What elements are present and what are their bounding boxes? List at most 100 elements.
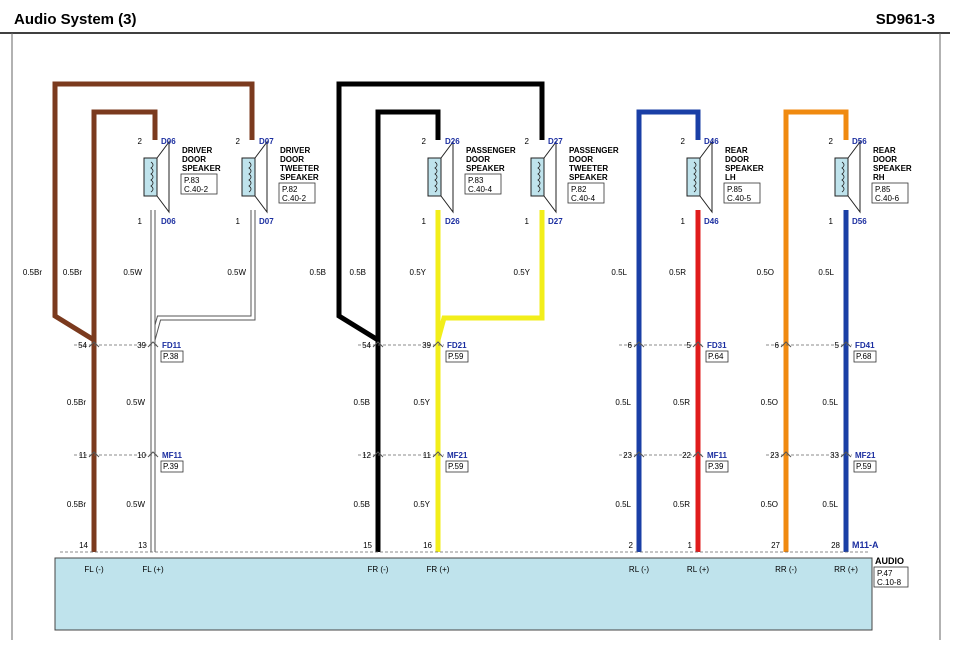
speaker-ref-box <box>180 173 218 195</box>
speaker-name-line: DOOR <box>725 155 749 164</box>
speaker-id-bottom: D07 <box>259 217 274 226</box>
audio-pin: 27 <box>771 541 780 550</box>
wire-fl-minus-inner <box>91 109 158 340</box>
connector-layer <box>60 341 870 553</box>
audio-pin: 14 <box>79 541 88 550</box>
wire-size-low: 0.5R <box>673 500 690 509</box>
wire-size-mid: 0.5R <box>673 398 690 407</box>
wire-size-low: 0.5W <box>126 500 145 509</box>
connector-pin: 39 <box>422 341 431 350</box>
connector-ref-box <box>853 460 877 473</box>
connector-pin: 54 <box>362 341 371 350</box>
audio-conn: C.10-8 <box>877 578 902 587</box>
speaker-icon <box>847 140 861 214</box>
audio-pin: 15 <box>363 541 372 550</box>
coil-icon <box>693 161 697 193</box>
connector-ref-box <box>445 460 469 473</box>
connector-page: P.68 <box>856 352 872 361</box>
speaker-pin-bottom: 1 <box>422 217 427 226</box>
speaker-name-line: TWEETER <box>280 164 319 173</box>
chevron-up-icon <box>147 451 159 458</box>
speaker-name-line: SPEAKER <box>280 173 319 182</box>
connector-pin: 11 <box>423 451 432 460</box>
speaker-name-line: SPEAKER <box>182 164 221 173</box>
wire-size-mid: 0.5Y <box>414 398 431 407</box>
connector-id: MF21 <box>447 451 468 460</box>
connector-ref-box <box>160 460 184 473</box>
speaker-pin-bottom: 1 <box>525 217 530 226</box>
speakers-layer: 21D06D06DRIVERDOORSPEAKERP.83C.40-221D07… <box>138 137 912 226</box>
chevron-up-icon <box>840 451 852 458</box>
speaker-page: P.83 <box>184 176 200 185</box>
connector-pin: 33 <box>830 451 839 460</box>
chevron-up-icon <box>633 341 645 348</box>
connector-pin: 12 <box>362 451 371 460</box>
speaker-name-line: REAR <box>725 146 748 155</box>
speaker-magnet <box>143 157 158 197</box>
speaker-name-line: REAR <box>873 146 896 155</box>
wire-size-low: 0.5L <box>615 500 631 509</box>
audio-ref-box <box>873 566 909 588</box>
speaker-conn: C.40-4 <box>468 185 493 194</box>
speaker-page: P.82 <box>571 185 587 194</box>
coil-icon <box>248 161 252 193</box>
chevron-up-icon <box>692 451 704 458</box>
speaker-id-bottom: D46 <box>704 217 719 226</box>
chevron-up-icon <box>780 341 792 348</box>
connector-pin: 22 <box>682 451 691 460</box>
audio-terminal: RR (-) <box>775 565 797 574</box>
speaker-page: P.82 <box>282 185 298 194</box>
speaker-id-top: D26 <box>445 137 460 146</box>
connector-id: MF11 <box>162 451 183 460</box>
audio-terminal: RL (+) <box>687 565 709 574</box>
connector-ref-box <box>853 350 877 363</box>
wire-fr-minus-inner <box>375 109 441 340</box>
wire-size-upper: 0.5Br <box>23 268 42 277</box>
speaker-pin-top: 2 <box>681 137 686 146</box>
wire-size-upper: 0.5W <box>123 268 142 277</box>
wire-size-upper: 0.5R <box>669 268 686 277</box>
audio-pin: 1 <box>688 541 693 550</box>
connector-id: FD31 <box>707 341 727 350</box>
speaker-page: P.83 <box>468 176 484 185</box>
speaker-id-bottom: D56 <box>852 217 867 226</box>
audio-pin: 2 <box>629 541 634 550</box>
speaker-magnet <box>427 157 442 197</box>
speaker-conn: C.40-2 <box>184 185 209 194</box>
speaker-pin-top: 2 <box>138 137 143 146</box>
audio-terminal: RR (+) <box>834 565 858 574</box>
speaker-name-line: DRIVER <box>280 146 310 155</box>
wire-size-low: 0.5Br <box>67 500 86 509</box>
audio-pin: 16 <box>423 541 432 550</box>
speaker-icon <box>543 140 557 214</box>
speaker-ref-box <box>723 182 761 204</box>
speaker-name-line: DOOR <box>182 155 206 164</box>
wire-size-mid: 0.5Br <box>67 398 86 407</box>
page-code: SD961-3 <box>876 11 935 28</box>
speaker-name-line: PASSENGER <box>569 146 619 155</box>
speaker-pin-top: 2 <box>525 137 530 146</box>
speaker-conn: C.40-2 <box>282 194 307 203</box>
audio-terminal: RL (-) <box>629 565 649 574</box>
audio-unit-name: AUDIO <box>875 556 904 566</box>
connector-pin: 23 <box>770 451 779 460</box>
speaker-name-line: SPEAKER <box>725 164 764 173</box>
connector-page: P.59 <box>856 462 872 471</box>
audio-terminal: FR (+) <box>427 565 450 574</box>
wire-size-upper: 0.5B <box>310 268 326 277</box>
chevron-up-icon <box>432 341 444 348</box>
audio-page: P.47 <box>877 569 893 578</box>
wire-size-mid: 0.5O <box>761 398 778 407</box>
connector-page: P.59 <box>448 352 464 361</box>
wire-size-mid: 0.5L <box>822 398 838 407</box>
connector-pin: 6 <box>775 341 780 350</box>
wire-fl-plus-outline <box>150 210 256 552</box>
speaker-icon <box>254 140 268 214</box>
speaker-name-line: DRIVER <box>182 146 212 155</box>
wire-size-mid: 0.5L <box>615 398 631 407</box>
chevron-up-icon <box>780 451 792 458</box>
wire-rr-minus <box>783 109 849 552</box>
speaker-d07: 21D07D07DRIVERDOORTWEETERSPEAKERP.82C.40… <box>236 137 320 226</box>
